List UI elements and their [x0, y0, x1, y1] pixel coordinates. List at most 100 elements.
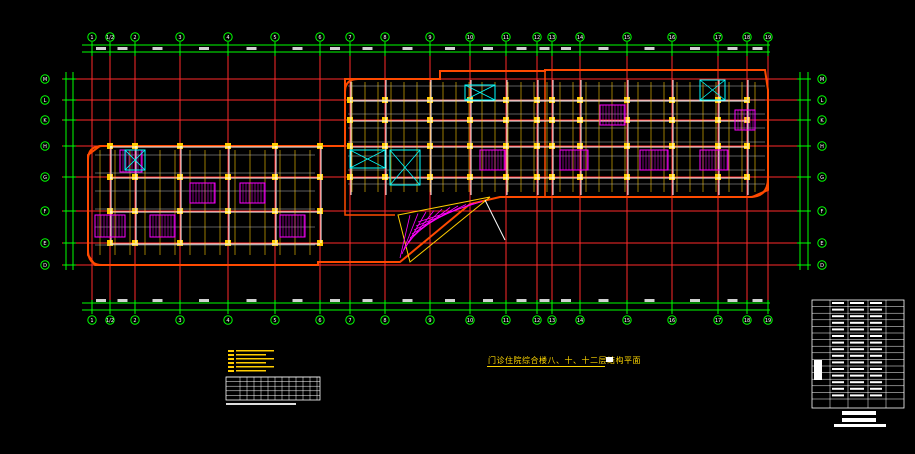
dimension-label [644, 47, 655, 50]
axis-bubble-top-circle [465, 32, 475, 42]
axis-bubble-bottom-label: 9 [428, 318, 431, 324]
column [317, 208, 323, 214]
dimension-label [362, 299, 373, 302]
note-line [236, 362, 266, 364]
axis-bubble-bottom-circle [501, 315, 511, 325]
axis-bubble-top-label: 14 [577, 35, 583, 41]
column [107, 174, 113, 180]
dimension-label [96, 299, 106, 302]
axis-bubble-left-circle [40, 115, 50, 125]
schedule-side-label [814, 360, 822, 380]
schedule-cell-text [850, 387, 864, 390]
dimension-label [362, 47, 373, 50]
note-line-marker [228, 354, 234, 356]
dimension-label [445, 47, 455, 50]
column [669, 143, 675, 149]
axis-bubble-right-circle [817, 206, 827, 216]
stair-core [699, 79, 726, 101]
ramp-hatch [405, 210, 435, 247]
axis-bubble-left-label: D [43, 263, 47, 269]
schedule-cell-text [870, 374, 882, 377]
schedule-cell-text [832, 308, 844, 311]
column [132, 240, 138, 246]
axis-bubble-bottom-label: 4 [226, 318, 229, 324]
dimension-label [402, 47, 413, 50]
note-line-marker [228, 358, 234, 360]
column [382, 143, 388, 149]
schedule-cell-text [850, 335, 864, 337]
schedule-caption [842, 418, 876, 422]
column [467, 174, 473, 180]
schedule-cell-text [870, 354, 882, 357]
axis-bubble-top-label: 7 [348, 35, 351, 41]
column [382, 117, 388, 123]
schedule-cell-text [832, 335, 844, 337]
schedule-cell-text [850, 381, 864, 384]
stair-core [349, 149, 386, 169]
axis-bubble-right-circle [817, 238, 827, 248]
column [225, 143, 231, 149]
schedule-cell-text [832, 368, 844, 370]
column [577, 174, 583, 180]
axis-bubble-top-label: 3 [178, 35, 181, 41]
column [534, 117, 540, 123]
schedule-cell-text [870, 302, 882, 304]
title-underline [487, 366, 605, 367]
axis-bubble-right-label: L [821, 98, 824, 104]
dimension-label [483, 47, 493, 50]
axis-bubble-right-label: M [820, 77, 824, 83]
schedule-cell-text [870, 328, 882, 331]
column [177, 174, 183, 180]
axis-bubble-top-label: 18 [744, 35, 750, 41]
column [272, 143, 278, 149]
axis-bubble-top-circle [87, 32, 97, 42]
dimension-label [96, 47, 106, 50]
axis-bubble-top-label: 5 [273, 35, 276, 41]
corner-arc [344, 78, 359, 93]
stair-core [464, 84, 496, 101]
axis-bubble-right-label: G [820, 175, 824, 181]
dimension-label [330, 299, 340, 302]
schedule-cell-text [850, 321, 864, 324]
axis-bubble-bottom-circle [763, 315, 773, 325]
schedule-caption [834, 424, 886, 427]
axis-bubble-left-label: F [44, 209, 47, 215]
note-line-marker [228, 366, 234, 368]
column [107, 143, 113, 149]
axis-bubble-left-circle [40, 260, 50, 270]
axis-bubble-bottom-label: 12 [534, 318, 540, 324]
core-cross [699, 79, 726, 101]
axis-bubble-bottom-label: 8 [383, 318, 386, 324]
dimension-label [152, 47, 163, 50]
column [549, 143, 555, 149]
axis-bubble-bottom-circle [667, 315, 677, 325]
schedule-cell-text [832, 354, 844, 357]
axis-bubble-top-label: 12 [534, 35, 540, 41]
schedule-cell-text [832, 374, 844, 377]
schedule-cell-text [850, 348, 864, 351]
schedule-cell-text [832, 328, 844, 331]
axis-bubble-top-label: 9 [428, 35, 431, 41]
axis-bubble-bottom-circle [742, 315, 752, 325]
schedule-cell-text [870, 308, 882, 311]
note-line-marker [228, 370, 234, 372]
axis-bubble-bottom-circle [532, 315, 542, 325]
axis-bubble-left-circle [40, 95, 50, 105]
dimension-label [292, 299, 303, 302]
axis-bubble-top-label: 13 [549, 35, 555, 41]
axis-bubble-bottom-label: 19 [765, 318, 771, 324]
column [534, 174, 540, 180]
schedule-cell-text [870, 348, 882, 351]
stair-core [124, 149, 146, 171]
schedule-caption [842, 411, 876, 415]
column [534, 143, 540, 149]
axis-bubble-bottom-circle [130, 315, 140, 325]
axis-bubble-top-circle [547, 32, 557, 42]
axis-bubble-left-label: G [43, 175, 47, 181]
schedule-cell-text [870, 321, 882, 324]
schedule-cell-text [850, 315, 864, 318]
schedule-cell-text [870, 368, 882, 370]
column [225, 240, 231, 246]
schedule-cell-text [850, 354, 864, 357]
